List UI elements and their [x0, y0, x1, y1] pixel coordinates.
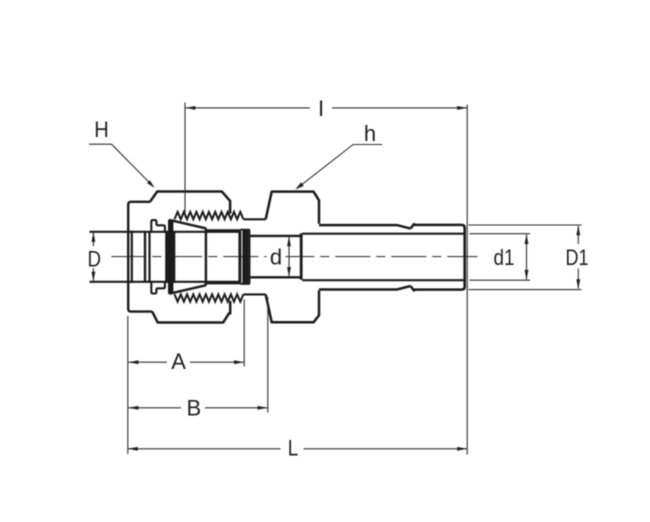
svg-text:D: D [87, 246, 101, 271]
svg-text:h: h [364, 121, 376, 146]
svg-text:A: A [171, 349, 186, 374]
svg-text:D1: D1 [566, 245, 589, 270]
svg-text:d1: d1 [494, 245, 515, 270]
svg-text:d: d [270, 244, 282, 269]
svg-text:L: L [288, 436, 299, 461]
svg-text:B: B [187, 396, 202, 421]
svg-text:H: H [94, 117, 109, 142]
svg-text:I: I [318, 96, 324, 121]
